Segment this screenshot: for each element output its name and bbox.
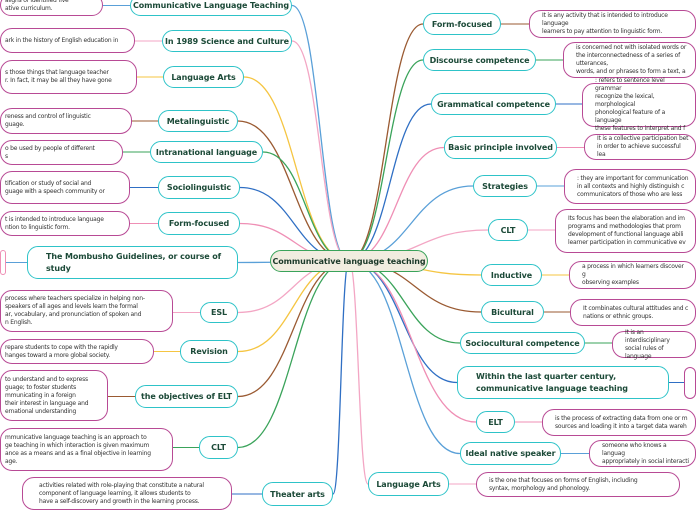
topic-language-arts[interactable]: Language Arts — [163, 66, 244, 88]
description-box: aligns of identified five ative curricul… — [0, 0, 103, 16]
description-box: It combinates cultural attitudes and c n… — [570, 299, 696, 326]
description-box: process where teachers specialize in hel… — [0, 290, 173, 332]
topic-bicultural[interactable]: Bicultural — [481, 301, 544, 323]
description-box: is the one that focuses on forms of Engl… — [476, 472, 680, 497]
topic-metalinguistic[interactable]: Metalinguistic — [158, 110, 238, 132]
description-box: It is an interdisciplinary social rules … — [612, 329, 696, 360]
branch-connector — [237, 260, 350, 449]
topic-form-focused[interactable]: Form-focused — [158, 212, 240, 235]
description-box — [0, 250, 6, 275]
branch-connector — [291, 4, 350, 262]
description-box: activities related with role-playing tha… — [22, 477, 232, 510]
description-box: to understand and to express guage; to f… — [0, 370, 108, 421]
central-topic[interactable]: Communicative language teaching — [270, 250, 428, 272]
description-box: It is a collective participation bet in … — [584, 134, 696, 160]
topic-grammatical-competence[interactable]: Grammatical competence — [431, 93, 556, 115]
topic-clt[interactable]: CLT — [488, 219, 528, 241]
topic-intranational-language[interactable]: Intranational language — [150, 141, 263, 163]
description-box — [684, 367, 696, 399]
topic-form-focused[interactable]: Form-focused — [423, 13, 501, 35]
topic-ideal-native-speaker[interactable]: Ideal native speaker — [460, 442, 561, 465]
topic-communicative-language-teaching[interactable]: Communicative Language Teaching — [130, 0, 292, 16]
description-box: mmunicative language teaching is an appr… — [0, 428, 173, 471]
description-box: It is any activity that is intended to i… — [529, 10, 696, 38]
topic-language-arts[interactable]: Language Arts — [368, 472, 449, 496]
branch-connector — [348, 59, 424, 262]
description-box: is concerned not with isolated words or … — [563, 42, 696, 78]
topic-strategies[interactable]: Strategies — [473, 175, 537, 197]
topic-theater-arts[interactable]: Theater arts — [262, 482, 333, 506]
topic-clt[interactable]: CLT — [199, 436, 238, 459]
description-box: s those things that language teacher r. … — [0, 60, 137, 94]
topic-revision[interactable]: Revision — [180, 340, 238, 363]
branch-connector — [348, 260, 369, 485]
branch-connector — [291, 40, 350, 262]
topic-inductive[interactable]: Inductive — [481, 264, 542, 286]
topic-objectives-of-elt[interactable]: the objectives of ELT — [135, 385, 238, 408]
branch-connector — [348, 103, 432, 262]
branch-connector — [262, 151, 350, 262]
topic-basic-principle-involved[interactable]: Basic principle involved — [444, 136, 557, 159]
description-box: a process in which learners discover g o… — [569, 261, 696, 289]
branch-connector — [237, 260, 350, 353]
branch-connector — [348, 146, 445, 262]
topic-in-1989-science-and-culture[interactable]: In 1989 Science and Culture — [162, 30, 292, 52]
topic-mombusho-guidelines[interactable]: The Mombusho Guidelines, or course of st… — [27, 246, 238, 279]
topic-sociocultural-competence[interactable]: Sociocultural competence — [460, 332, 585, 354]
description-box: ark in the history of English education … — [0, 28, 135, 53]
topic-discourse-competence[interactable]: Discourse competence — [423, 49, 536, 71]
branch-connector — [348, 23, 424, 262]
description-box: repare students to cope with the rapidly… — [0, 339, 154, 364]
description-box: : refers to sentence level grammar recog… — [582, 77, 696, 132]
description-box: o be used by people of different s — [0, 140, 123, 165]
branch-connector — [332, 260, 350, 495]
description-box: t is intended to introduce language ntio… — [0, 211, 130, 236]
description-box: Its focus has been the elaboration and i… — [555, 209, 696, 253]
topic-sociolinguistic[interactable]: Sociolinguistic — [158, 176, 240, 199]
branch-connector — [348, 260, 461, 455]
description-box: someone who knows a languag appropriatel… — [589, 440, 696, 467]
branch-connector — [348, 260, 458, 384]
branch-connector — [237, 260, 350, 398]
description-box: is the process of extracting data from o… — [542, 409, 696, 436]
topic-esl[interactable]: ESL — [200, 302, 238, 323]
topic-within-last-quarter-century[interactable]: Within the last quarter century, communi… — [457, 366, 669, 399]
topic-elt[interactable]: ELT — [476, 411, 515, 433]
description-box: tification or study of social and guage … — [0, 171, 130, 204]
description-box: : they are important for communication i… — [564, 169, 696, 204]
description-box: reness and control of linguistic guage. — [0, 108, 132, 134]
